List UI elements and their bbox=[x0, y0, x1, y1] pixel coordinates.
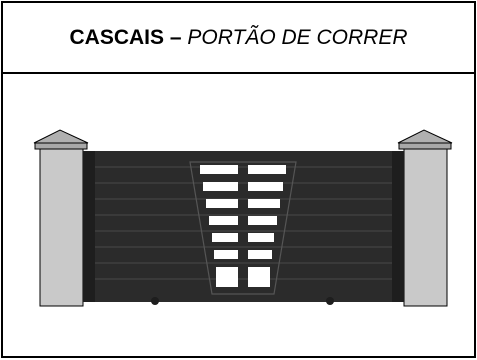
wheel bbox=[151, 297, 159, 305]
card-header: CASCAIS – PORTÃO DE CORRER bbox=[3, 3, 474, 74]
center-frame bbox=[189, 161, 297, 295]
gate-slats bbox=[95, 166, 392, 280]
title-separator: – bbox=[164, 25, 188, 49]
product-type: PORTÃO DE CORRER bbox=[187, 25, 408, 49]
product-title: CASCAIS – PORTÃO DE CORRER bbox=[69, 26, 407, 50]
gate-openings bbox=[200, 165, 286, 287]
product-name: CASCAIS bbox=[69, 25, 164, 49]
left-pillar bbox=[33, 129, 89, 307]
wheel bbox=[326, 297, 334, 305]
gate-panel bbox=[83, 151, 404, 305]
right-pillar bbox=[397, 129, 453, 307]
